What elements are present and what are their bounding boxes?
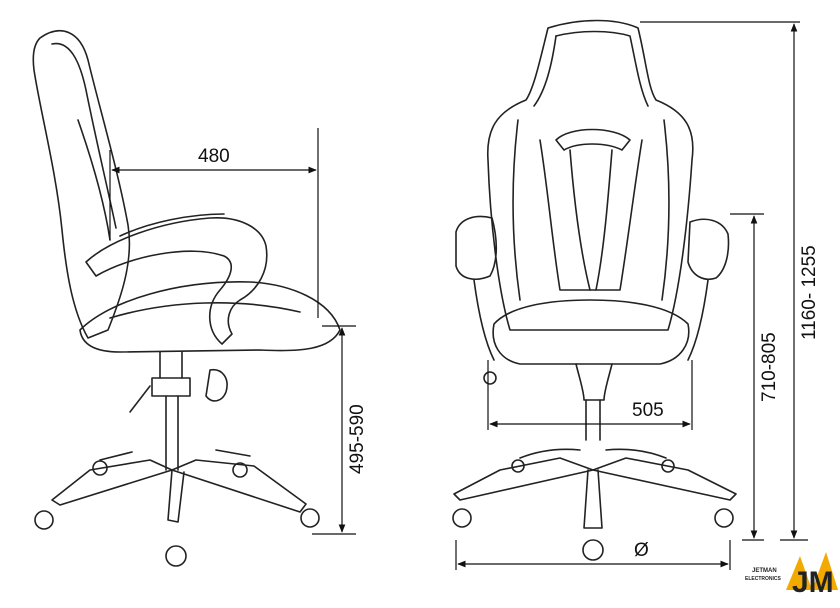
side-view-chair [32,30,341,567]
logo-mark: JM [786,552,838,599]
seat-width-label: 505 [632,400,664,421]
side-seat [79,281,341,353]
logo-line2: ELECTRONICS [745,576,782,582]
side-base [51,459,173,506]
side-backrest [32,30,131,339]
front-view-chair [452,19,737,561]
front-dimension-lines [455,21,808,570]
side-armrest [85,217,268,345]
logo-mark-text: JM [792,566,834,599]
total-height-label: 1160- 1255 [799,245,820,340]
front-backrest [486,19,694,331]
seat-height-label: 495-590 [347,404,368,474]
base-diameter-label: Ø [634,540,649,561]
logo-line1: JETMAN [752,568,777,574]
front-seat [492,299,690,365]
front-base [453,457,594,501]
headrest-slot [555,128,631,151]
seat-depth-label: 480 [198,146,230,167]
front-armrest-left [455,215,498,280]
front-armrest-right [687,218,730,280]
side-dimension-lines [109,128,356,535]
armrest-height-label: 710-805 [759,332,780,402]
jetman-logo: JETMAN ELECTRONICS JM [745,552,838,599]
